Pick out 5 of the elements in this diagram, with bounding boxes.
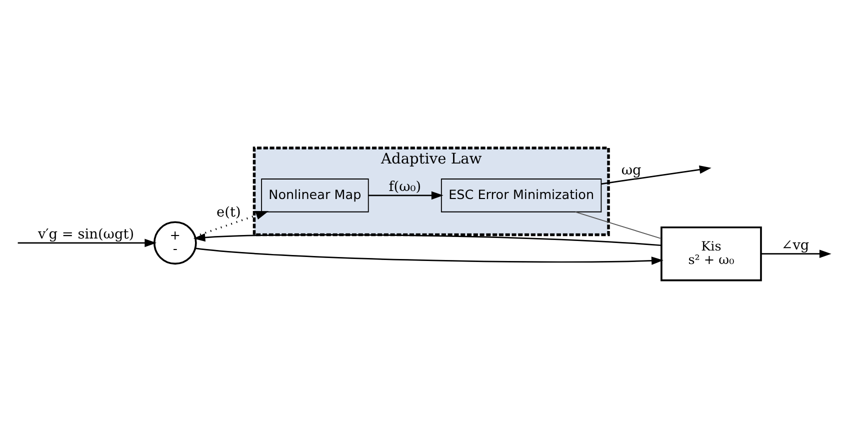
edge-label: v′g = sin(ωgt)	[38, 226, 134, 242]
edge-label: ωg	[621, 162, 642, 178]
edge-label: f(ω₀)	[388, 178, 422, 195]
edge-label: ∠vg	[781, 237, 810, 254]
edge-label: e(t)	[216, 204, 241, 220]
